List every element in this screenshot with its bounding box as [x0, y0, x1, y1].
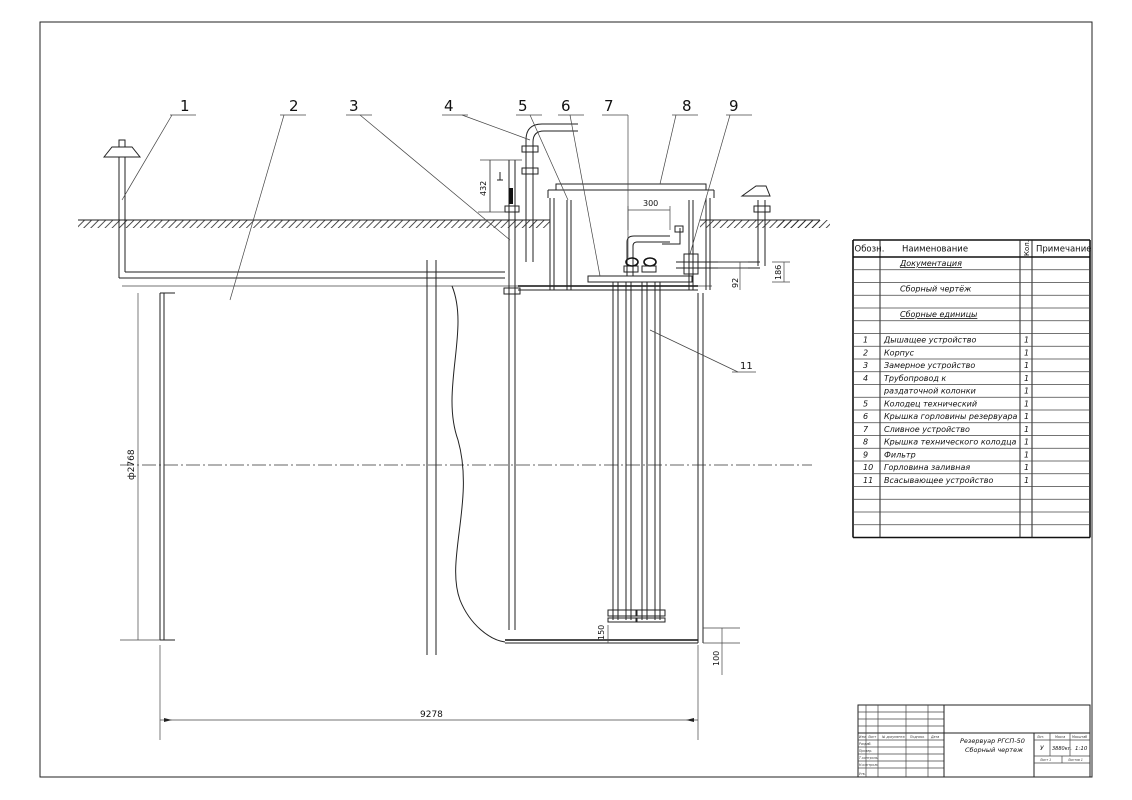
scale-label: Масштаб — [1072, 735, 1087, 739]
spec-row-qty: 1 — [1024, 387, 1029, 396]
spec-row-qty: 1 — [1024, 450, 1029, 459]
row-tkontr: Т.контроль — [859, 756, 878, 760]
row-nkontr: Н.контроль — [859, 763, 878, 767]
dim-300: 300 — [643, 199, 658, 208]
spec-row-name: Всасывающее устройство — [884, 476, 994, 485]
header-name: Наименование — [902, 245, 968, 255]
spec-row-name: Горловина заливная — [884, 463, 970, 472]
dim-150: 150 — [597, 625, 606, 640]
filling-neck — [740, 185, 771, 266]
dim-186: 186 — [774, 265, 783, 280]
dim-92: 92 — [731, 278, 740, 288]
spec-row-name: Крышка технического колодца — [884, 438, 1017, 447]
dim-diameter: ф2768 — [127, 449, 137, 480]
measuring-device — [478, 159, 522, 630]
ground-line — [78, 219, 830, 228]
leader-5: 5 — [518, 97, 528, 115]
specification-table: Обозн. Наименование Кол. ПримечаниеДокумент… — [852, 239, 1092, 539]
spec-row-name: Трубопровод к — [884, 374, 946, 383]
mass-value: 3880кг. — [1052, 746, 1072, 752]
col-izm: Изм. — [859, 735, 867, 739]
leader-6: 6 — [561, 97, 571, 115]
sheet-label: Лист 1 — [1039, 758, 1051, 762]
leader-11: 11 — [740, 361, 753, 372]
spec-row-name: Дышащее устройство — [883, 336, 976, 345]
tank-body — [120, 260, 812, 655]
scale-value: 1:10 — [1075, 746, 1088, 752]
spec-row-qty: 1 — [1024, 412, 1029, 421]
spec-row-num: 11 — [863, 476, 873, 485]
mass-label: Масса — [1055, 735, 1065, 739]
spec-row-name: Замерное устройство — [884, 361, 975, 370]
row-utv: Утв. — [859, 772, 866, 776]
spec-row-name: Сливное устройство — [884, 425, 970, 434]
spec-row-name: Сборные единицы — [900, 310, 977, 319]
spec-row-num: 5 — [863, 399, 868, 408]
spec-row-qty: 1 — [1024, 476, 1029, 485]
leader-1: 1 — [180, 97, 190, 115]
spec-row-num: 2 — [863, 348, 868, 357]
leader-3: 3 — [349, 97, 359, 115]
spec-row-num: 9 — [863, 450, 868, 459]
suction-device — [636, 225, 684, 623]
col-sign: Подпись — [910, 735, 924, 739]
spec-row-name: раздаточной колонки — [883, 387, 976, 396]
row-prov: Провер. — [859, 749, 872, 753]
title-line-2: Сборный чертеж — [965, 746, 1023, 754]
spec-row-name: Фильтр — [884, 450, 916, 459]
spec-row-qty: 1 — [1024, 374, 1029, 383]
dispenser-pipeline — [521, 123, 578, 262]
technical-well — [549, 198, 711, 290]
spec-row-qty: 1 — [1024, 348, 1029, 357]
leader-9: 9 — [729, 97, 739, 115]
well-cover — [547, 183, 715, 198]
spec-row-num: 6 — [863, 412, 868, 421]
leader-4: 4 — [444, 97, 454, 115]
col-date: Дата — [930, 735, 939, 739]
drain-device — [607, 235, 670, 623]
spec-row-num: 4 — [863, 374, 868, 383]
header-code: Обозн. — [855, 245, 885, 255]
leader-7: 7 — [604, 97, 614, 115]
row-razrab: Разраб. — [859, 742, 872, 746]
sheets-label: Листов 1 — [1067, 758, 1083, 762]
sheet-frame — [39, 21, 1093, 778]
lit-label: Лит. — [1036, 735, 1044, 739]
leader-8: 8 — [682, 97, 692, 115]
spec-row-num: 10 — [863, 463, 873, 472]
dim-100: 100 — [712, 651, 721, 666]
dimension-lines — [137, 160, 790, 740]
spec-row-qty: 1 — [1024, 399, 1029, 408]
header-qty: Кол. — [1023, 240, 1031, 256]
col-doc: № документа — [881, 735, 905, 739]
spec-row-qty: 1 — [1024, 463, 1029, 472]
spec-row-num: 8 — [863, 438, 868, 447]
header-note: Примечание — [1036, 245, 1092, 255]
spec-row-num: 3 — [863, 361, 868, 370]
spec-row-name: Документация — [899, 259, 962, 268]
leader-2: 2 — [289, 97, 299, 115]
spec-row-qty: 1 — [1024, 425, 1029, 434]
spec-row-qty: 1 — [1024, 361, 1029, 370]
spec-row-num: 1 — [863, 336, 868, 345]
spec-row-qty: 1 — [1024, 336, 1029, 345]
spec-row-name: Колодец технический — [884, 399, 977, 408]
dim-432: 432 — [479, 181, 488, 196]
title-line-1: Резервуар РГСП-50 — [960, 737, 1025, 745]
spec-row-name: Сборный чертёж — [900, 285, 972, 294]
lit-value: У — [1040, 745, 1044, 752]
breather-device — [102, 139, 505, 279]
title-block — [857, 704, 1091, 778]
col-list: Лист — [867, 735, 876, 739]
leader-lines — [121, 114, 756, 373]
spec-row-qty: 1 — [1024, 438, 1029, 447]
neck-cover — [587, 275, 693, 283]
spec-row-name: Корпус — [884, 348, 915, 357]
spec-row-name: Крышка горловины резервуара — [884, 412, 1018, 421]
spec-row-num: 7 — [863, 425, 869, 434]
dim-length: 9278 — [420, 710, 443, 720]
